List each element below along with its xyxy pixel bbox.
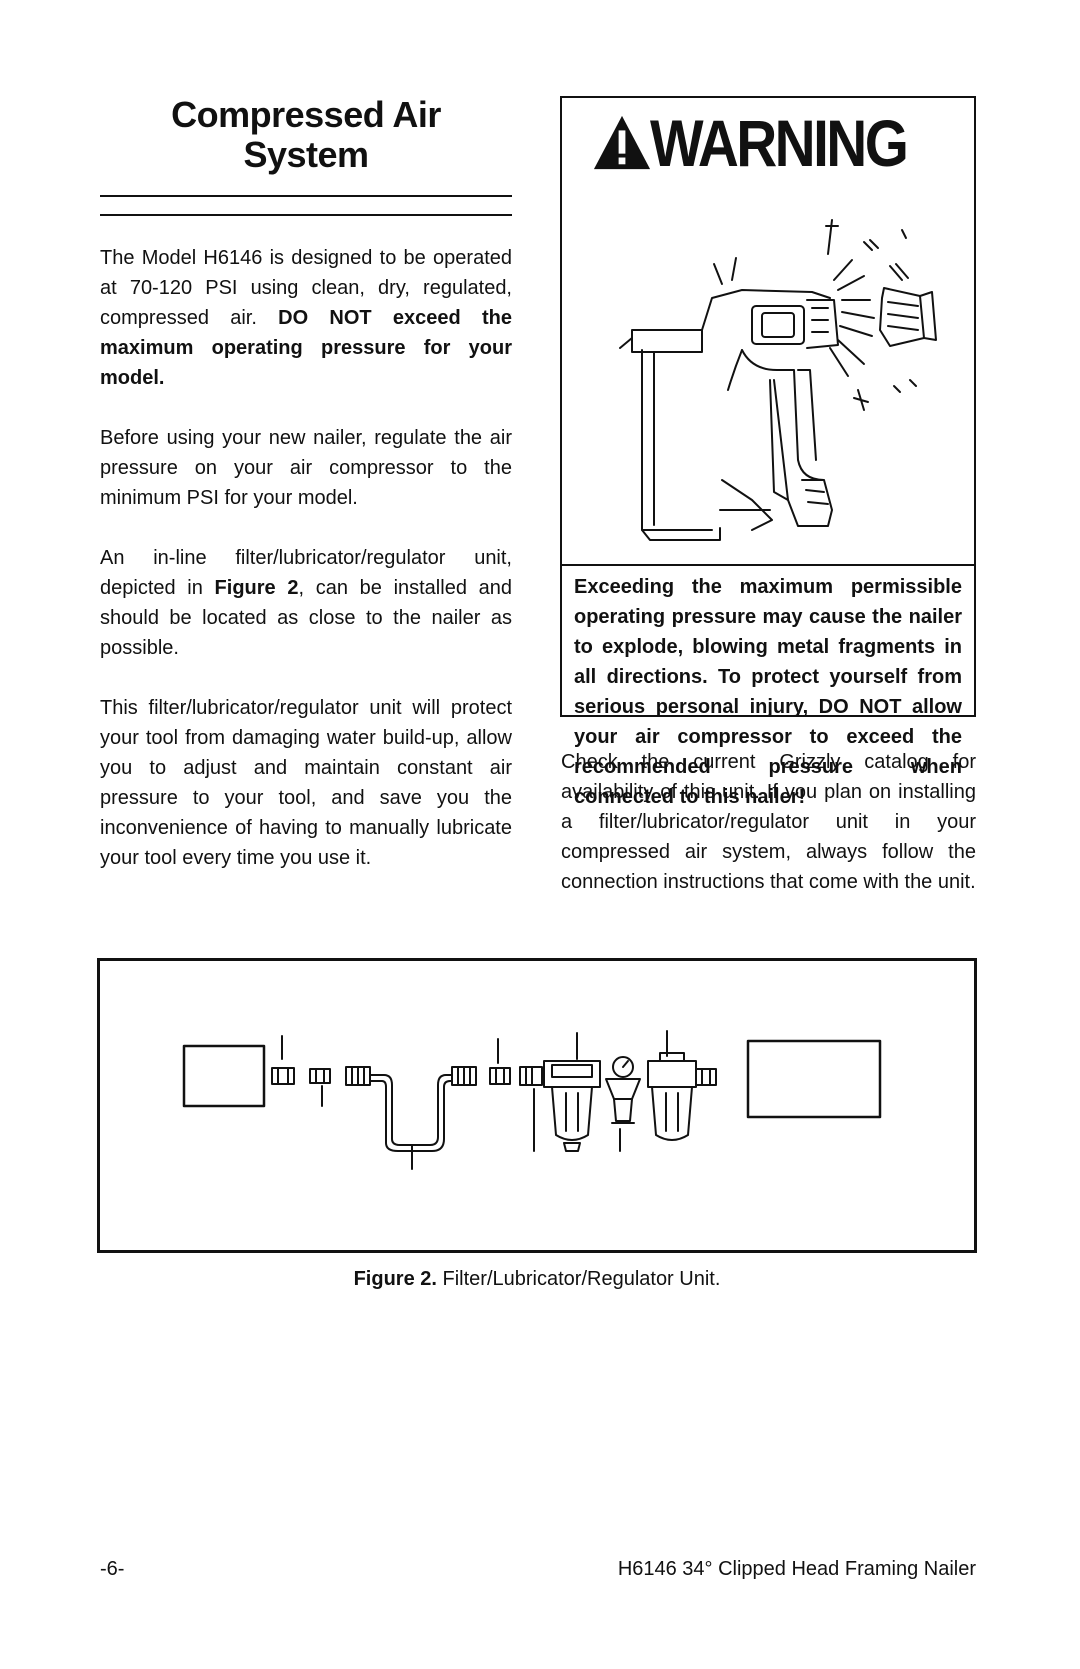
warning-title: WARNING [650, 106, 909, 180]
figure-box [97, 958, 977, 1253]
paragraph-inline-unit-text-end: , can be installed and should be located… [100, 577, 512, 659]
figure-reference: Figure 2 [214, 577, 299, 599]
paragraph-inline-unit-text: An in-line filter/lubricator/regulator u… [100, 547, 512, 599]
paragraph-regulate: Before using your new nailer, regulate t… [100, 427, 512, 509]
paragraph-catalog: Check the current Grizzly catalog for av… [561, 751, 976, 893]
right-column-text: Check the current Grizzly catalog for av… [561, 747, 976, 897]
title-rule-bottom [100, 214, 512, 216]
figure-caption-label: Figure 2. [353, 1268, 437, 1290]
paragraph-protect: This filter/lubricator/regulator unit wi… [100, 697, 512, 869]
section-title-line1: Compressed Air [171, 94, 441, 135]
warning-text: Exceeding the maximum permissible operat… [574, 576, 962, 808]
warning-triangle-icon [593, 115, 651, 170]
figure-caption: Figure 2. Filter/Lubricator/Regulator Un… [97, 1265, 977, 1293]
paragraph-pressure-bold: DO NOT exceed the maximum operating pres… [100, 307, 513, 389]
paragraph-inline-unit: An in-line filter/lubricator/regulator u… [100, 543, 512, 663]
filter-lubricator-regulator-diagram [182, 1030, 882, 1170]
warning-box: WARNING [560, 96, 976, 808]
paragraph-pressure: The Model H6146 is designed to be operat… [100, 243, 512, 393]
title-rule-top [100, 195, 512, 197]
left-column-text: The Model H6146 is designed to be operat… [100, 243, 512, 873]
exploding-nailer-illustration [619, 219, 937, 541]
paragraph-pressure-text: The Model H6146 is designed to be operat… [100, 247, 512, 329]
section-title-line2: System [243, 134, 369, 175]
footer-model: H6146 34° Clipped Head Framing Nailer [617, 1558, 976, 1580]
warning-divider [562, 564, 974, 566]
section-title: Compressed Air System [100, 95, 512, 175]
figure-caption-text: Filter/Lubricator/Regulator Unit. [436, 1268, 721, 1290]
warning-heading: WARNING [592, 108, 948, 178]
page-number: -6- [100, 1558, 125, 1580]
section-header: Compressed Air System [100, 95, 512, 175]
